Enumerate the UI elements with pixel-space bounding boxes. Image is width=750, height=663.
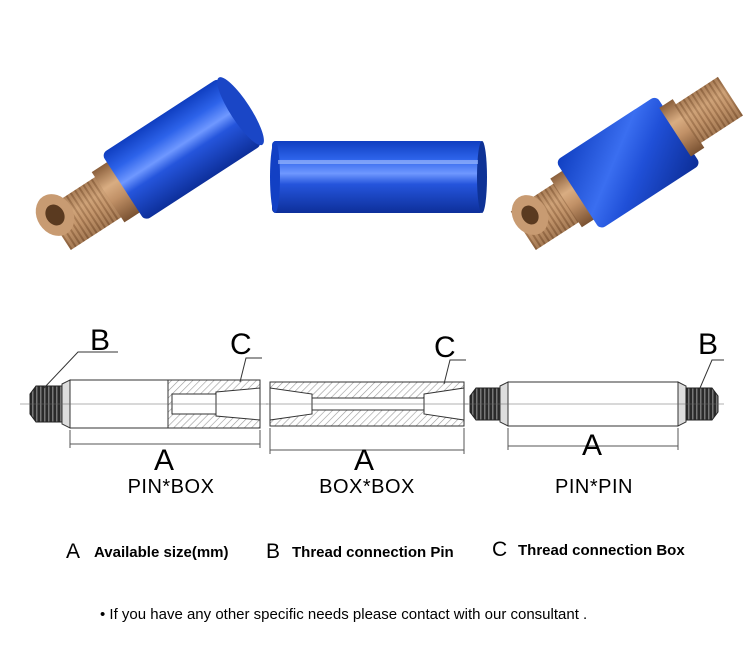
pin-pin-label: PIN*PIN <box>555 476 633 498</box>
blue-body <box>557 97 699 228</box>
legend-letter-a: A <box>66 540 80 563</box>
legend-text-c: Thread connection Box <box>518 542 685 559</box>
box-box-sub-photo <box>270 141 487 213</box>
contact-footnote: • If you have any other specific needs p… <box>100 606 587 623</box>
pin-pin-letter-a: A <box>582 429 602 462</box>
legend-text-a: Available size(mm) <box>94 544 229 561</box>
blue-body <box>103 79 261 219</box>
pin-pin-sub-photo <box>510 76 743 251</box>
box-box-diagram <box>266 359 468 454</box>
pin-box-diagram <box>20 351 268 448</box>
pin-shoulder <box>91 160 143 223</box>
legend-text-b: Thread connection Pin <box>292 544 454 561</box>
box-box-letter-c: C <box>434 331 456 364</box>
pin-box-sub-photo <box>35 77 264 251</box>
pin-box-letter-a: A <box>154 444 174 477</box>
legend-letter-b: B <box>266 540 280 563</box>
pin-box-label: PIN*BOX <box>128 476 215 498</box>
pin-pin-letter-b: B <box>698 328 718 361</box>
pin-pin-diagram <box>464 359 724 450</box>
box-box-letter-a: A <box>354 444 374 477</box>
box-box-label: BOX*BOX <box>319 476 415 498</box>
legend-letter-c: C <box>492 538 507 561</box>
pin-box-letter-c: C <box>230 328 252 361</box>
blue-body <box>272 141 484 213</box>
pin-box-letter-b: B <box>90 324 110 357</box>
